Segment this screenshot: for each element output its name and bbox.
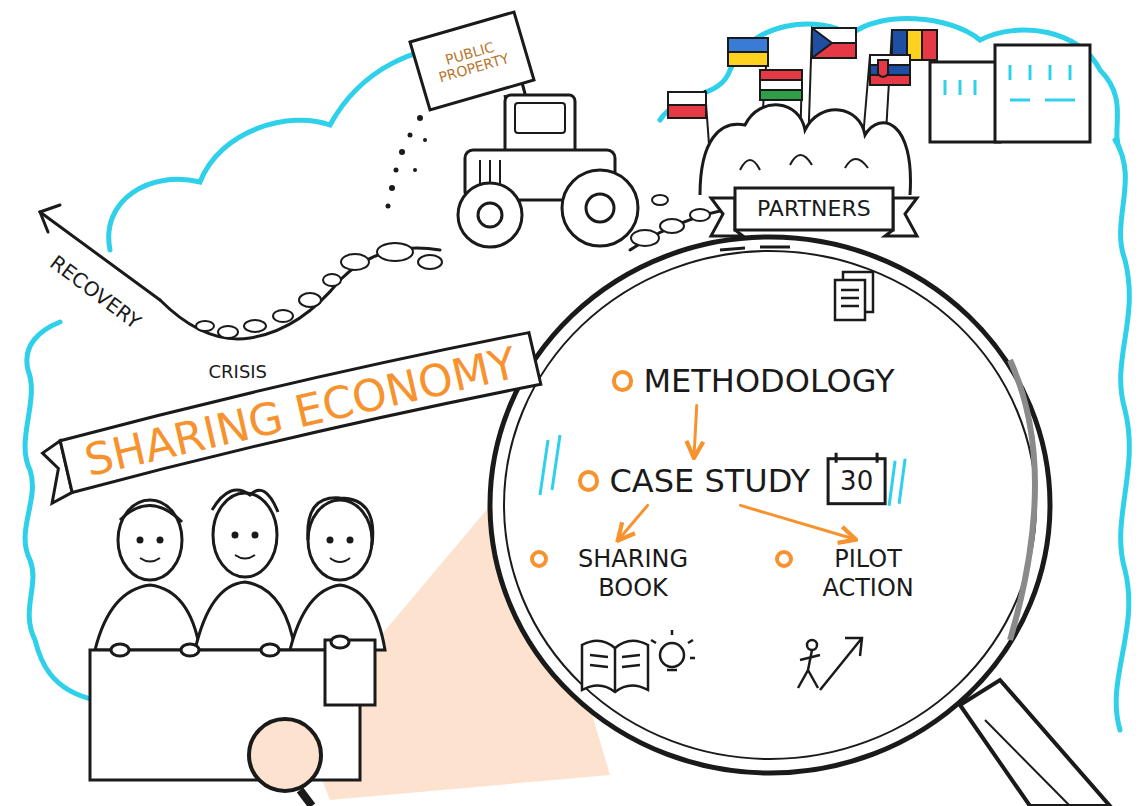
- node-text: SHARING ECONOMY: [79, 337, 521, 488]
- bucket-label: PUBLIC PROPERTY: [422, 33, 523, 89]
- node-text: PILOT ACTION: [803, 545, 933, 603]
- sharing-economy-banner: SHARING ECONOMY: [58, 324, 542, 499]
- flow-step: METHODOLOGY: [612, 362, 895, 400]
- flow-step: SHARING BOOK: [530, 545, 708, 603]
- node-text: PARTNERS: [757, 196, 871, 222]
- bullet-dot: [578, 470, 599, 491]
- bullet-dot: [530, 550, 548, 568]
- pilot-figure-icon: [798, 638, 862, 690]
- partners-banner: PARTNERS: [735, 188, 893, 230]
- team-people: [90, 490, 385, 780]
- flow-step: CASE STUDY: [578, 462, 810, 500]
- calendar-icon: [828, 459, 885, 504]
- road-label: CRISIS: [209, 362, 268, 382]
- partner-crowd: [668, 28, 937, 195]
- book-icon: [582, 630, 695, 692]
- falling-dirt: [386, 115, 428, 209]
- bullet-dot: [775, 550, 793, 568]
- flow-arrow: [619, 505, 648, 539]
- banner-band: [735, 188, 893, 230]
- buildings: [930, 45, 1090, 142]
- ribbon-band: [59, 328, 540, 492]
- calendar-number: 30: [840, 467, 873, 496]
- document-icon: [835, 272, 873, 320]
- flow-arrow: [694, 405, 697, 456]
- small-magnifier: [249, 719, 321, 806]
- flow-step: PILOT ACTION: [775, 545, 933, 603]
- calendar-ring: [836, 453, 877, 463]
- accent-strokes: [889, 459, 905, 506]
- road-label: RECOVERY: [46, 251, 145, 333]
- bulldozer: [410, 12, 638, 247]
- node-text: CASE STUDY: [609, 462, 810, 500]
- flow-arrow: [740, 505, 854, 539]
- bullet-dot: [612, 370, 633, 391]
- node-text: SHARING BOOK: [558, 545, 708, 603]
- node-text: METHODOLOGY: [643, 362, 894, 400]
- magnifier-lens: [490, 237, 1110, 806]
